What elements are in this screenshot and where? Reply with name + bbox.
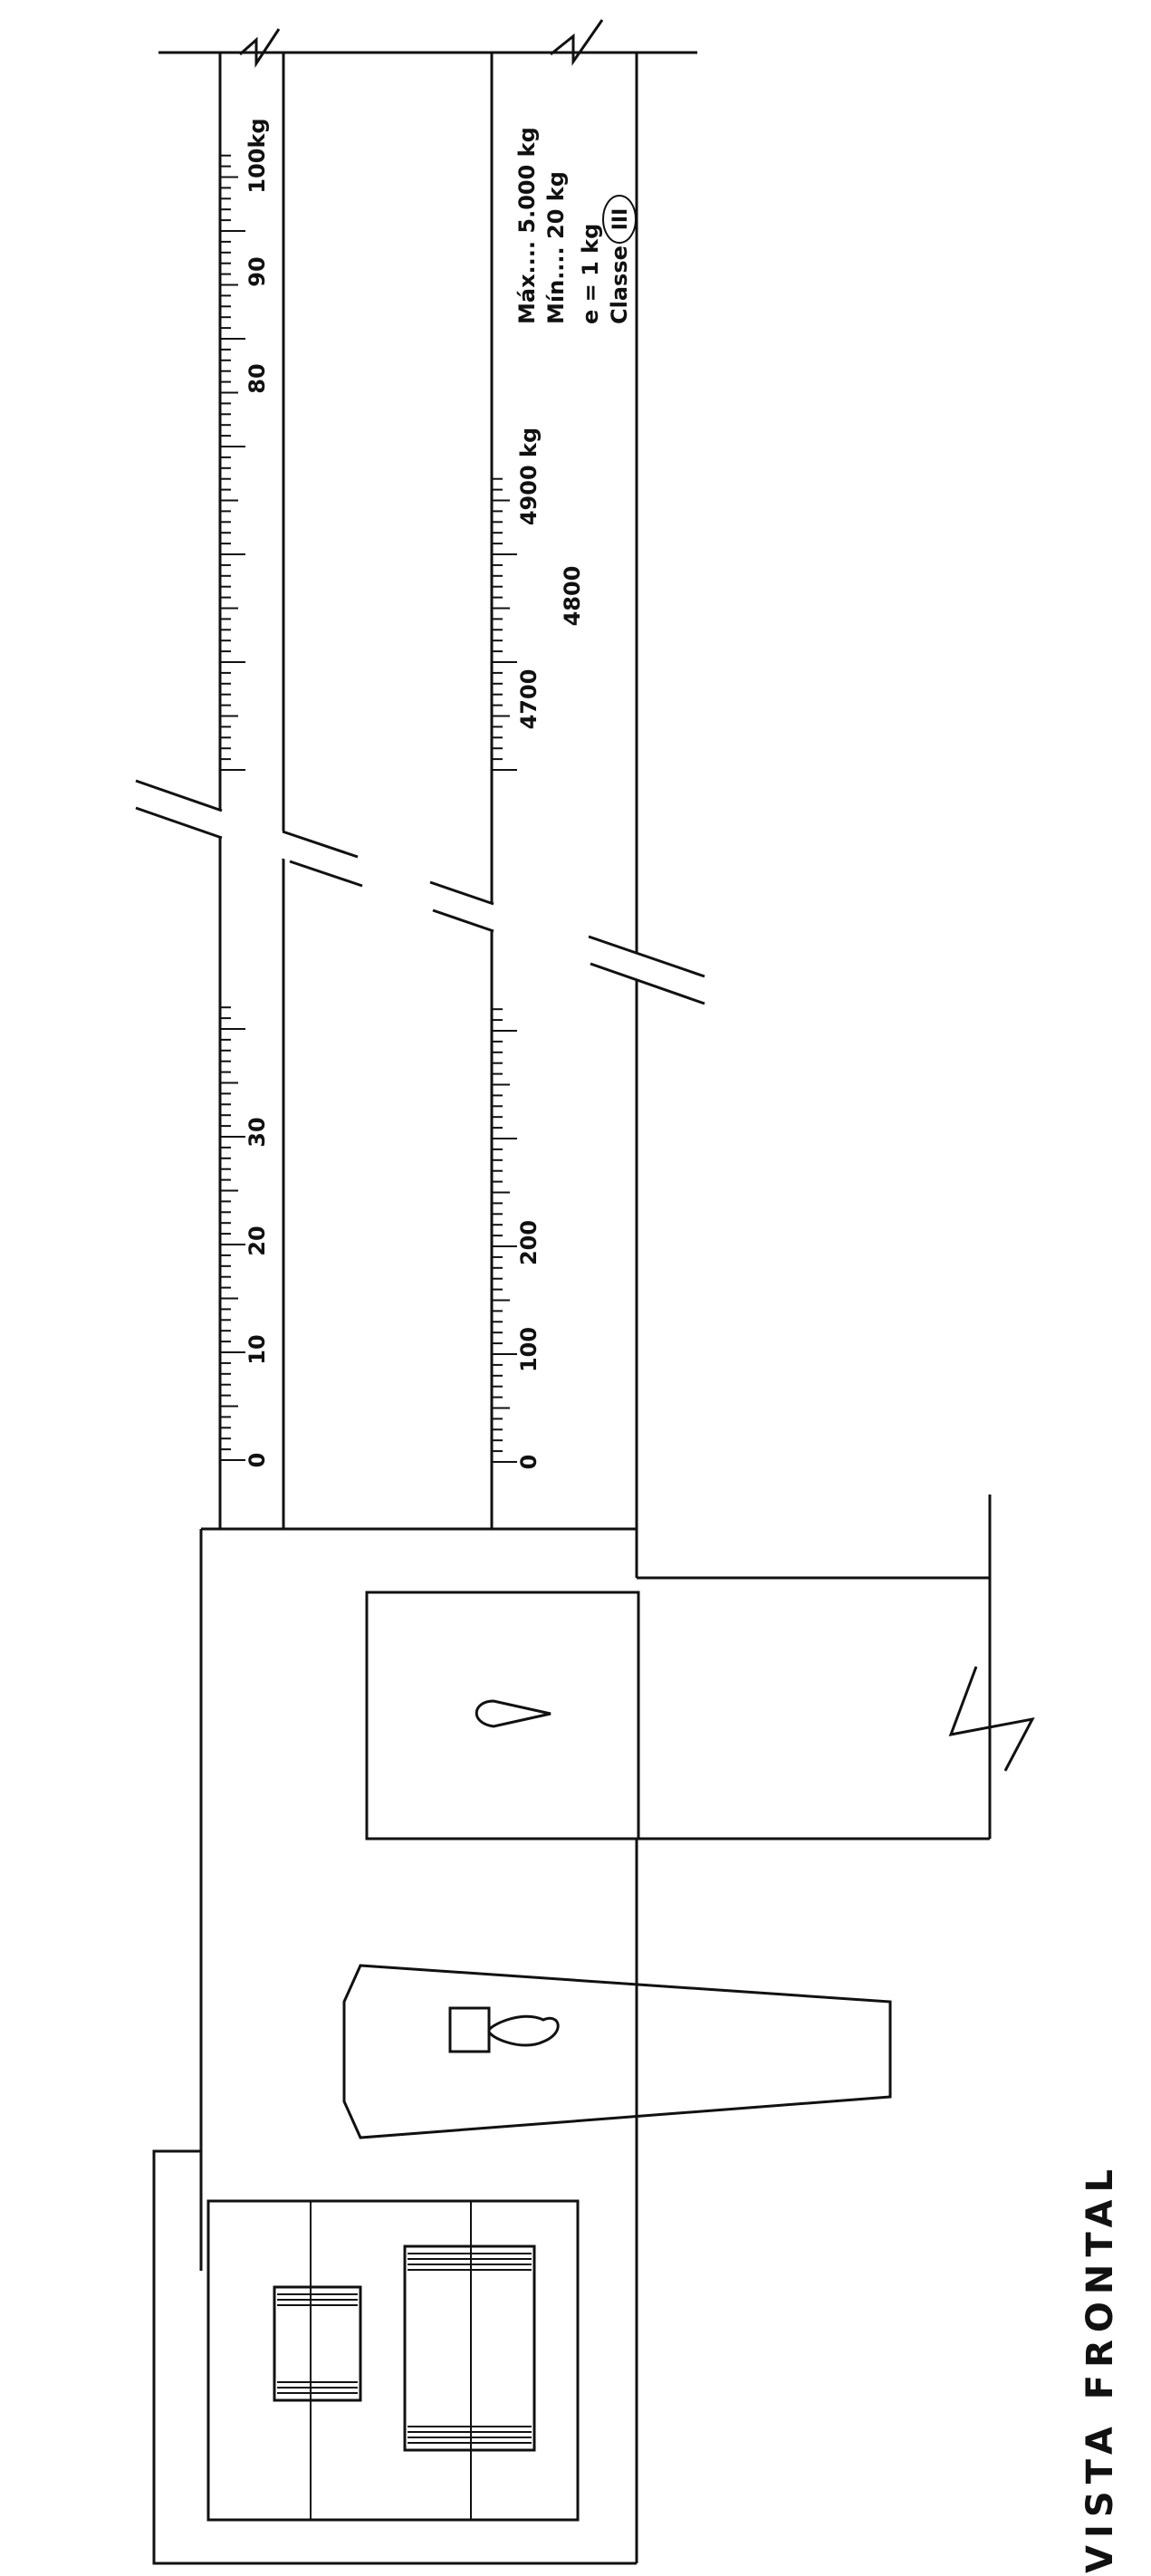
lower-scale-ticks-lower-range — [492, 1008, 517, 1463]
large-display-window — [403, 2244, 536, 2452]
pivot-drop-icon — [475, 1699, 552, 1728]
post-break-mark — [948, 1666, 1035, 1772]
upper-tick-label-90: 90 — [245, 256, 270, 286]
poise-weight — [342, 1964, 892, 2139]
upper-tick-label-30: 30 — [245, 1117, 270, 1147]
scale-body — [152, 1495, 1035, 2565]
beam — [158, 19, 697, 1529]
lower-scale-ticks-upper-range — [492, 477, 517, 771]
spec-class-label: Classe — [607, 245, 632, 324]
poise-drop-icon — [487, 2014, 560, 2047]
small-display-window — [273, 2285, 362, 2402]
lower-tick-label-200: 200 — [516, 1220, 542, 1265]
spec-max: Máx.... 5.000 kg — [514, 127, 540, 324]
lower-tick-label-4800: 4800 — [560, 566, 585, 627]
spec-e: e = 1 kg — [578, 224, 603, 324]
specification-block: Máx.... 5.000 kg Mín.... 20 kg e = 1 kg … — [514, 127, 637, 324]
drawing-title: VISTA FRONTAL — [1079, 2162, 1121, 2573]
lower-tick-label-100: 100 — [516, 1327, 542, 1372]
upper-scale-ticks-upper-range — [220, 154, 245, 771]
top-break-mark-left — [239, 28, 281, 69]
break-line-b4 — [590, 962, 705, 1005]
break-line-b1 — [135, 806, 223, 840]
break-line-b3 — [432, 908, 494, 933]
upper-tick-label-10: 10 — [245, 1334, 270, 1364]
break-line-a2 — [282, 830, 359, 859]
lower-tick-label-4900kg: 4900 kg — [516, 428, 542, 525]
break-band — [135, 779, 705, 1005]
lower-scale: 0 100 200 4700 4800 4900 kg — [492, 428, 585, 1470]
upper-tick-label-0: 0 — [245, 1453, 270, 1468]
poise-square — [448, 2006, 491, 2053]
small-display-window-lines — [277, 2293, 358, 2394]
head-outer-box — [152, 2149, 637, 2565]
break-line-a3 — [429, 880, 494, 906]
upper-scale-ticks-lower-range — [220, 1006, 245, 1461]
upper-tick-label-20: 20 — [245, 1226, 270, 1255]
class-circle — [602, 195, 637, 244]
break-line-a1 — [135, 779, 223, 812]
break-band-fill — [136, 781, 705, 1004]
break-line-b2 — [289, 860, 363, 888]
large-display-window-lines — [408, 2253, 532, 2444]
top-break-mark-right — [550, 19, 604, 66]
head-inner-panel — [206, 2199, 580, 2522]
spec-class-value: III — [609, 208, 632, 231]
hanger-rectangle — [365, 1591, 640, 1841]
lower-tick-label-4700: 4700 — [516, 669, 542, 730]
body-top-edge — [201, 1527, 638, 1578]
upper-tick-label-80: 80 — [245, 363, 270, 393]
break-line-a4 — [588, 935, 705, 978]
upper-tick-label-100kg: 100kg — [245, 118, 270, 193]
lower-tick-label-0: 0 — [516, 1455, 542, 1470]
spec-min: Mín.... 20 kg — [543, 171, 569, 324]
upper-scale: 0 10 20 30 80 90 100kg — [220, 118, 270, 1467]
